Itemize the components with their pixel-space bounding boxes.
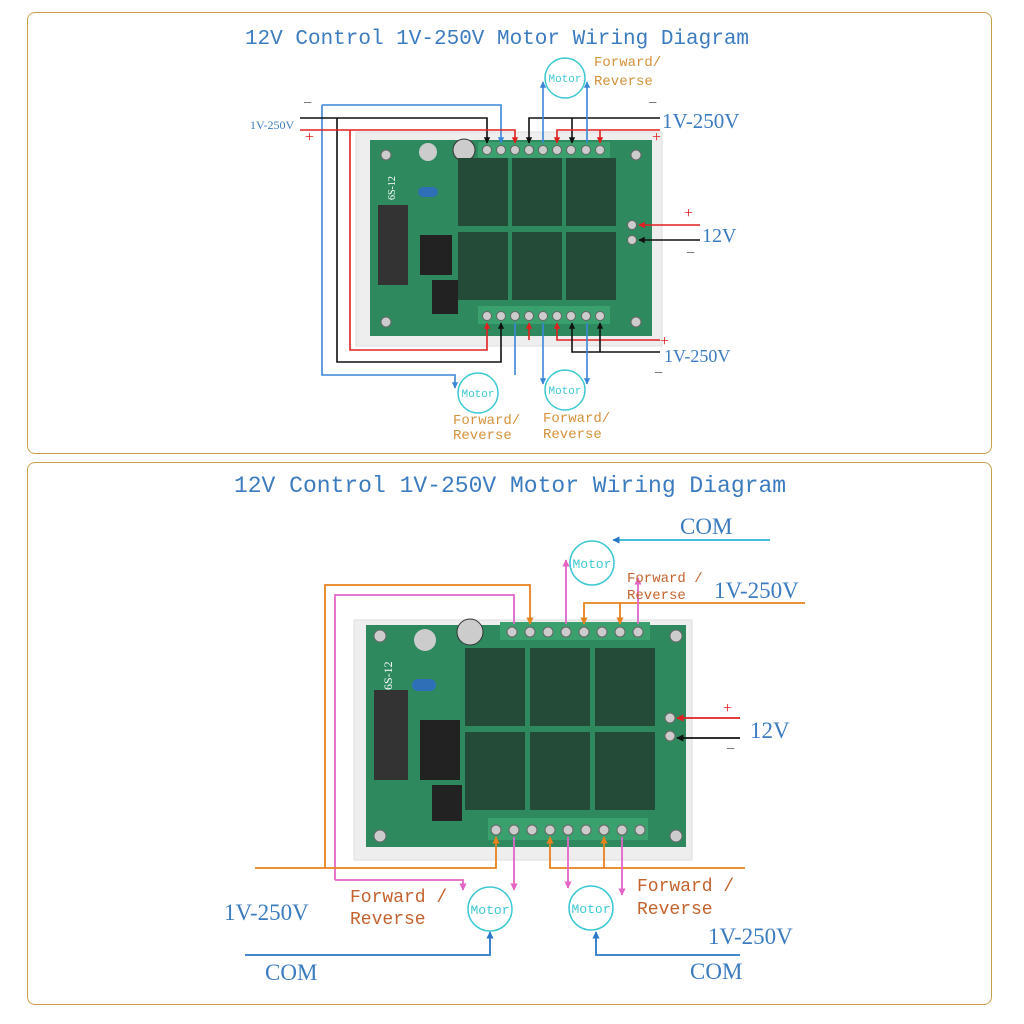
wire-red: [349, 130, 491, 351]
top-title: 12V Control 1V-250V Motor Wiring Diagram: [245, 28, 749, 51]
svg-text:Reverse: Reverse: [627, 588, 686, 604]
wire-red: [553, 322, 660, 341]
svg-text:Reverse: Reverse: [594, 74, 653, 90]
svg-text:−: −: [726, 741, 735, 758]
wire-red: [300, 129, 519, 144]
bottom-title: 12V Control 1V-250V Motor Wiring Diagram: [234, 473, 786, 499]
svg-text:Motor: Motor: [572, 557, 611, 572]
svg-text:Motor: Motor: [470, 903, 509, 918]
wire-black: [525, 117, 660, 144]
wire-orange: [255, 836, 500, 869]
top-wires: [300, 81, 700, 389]
svg-text:Forward /: Forward /: [350, 888, 447, 908]
wire-pink: [335, 879, 467, 891]
svg-text:+: +: [305, 129, 314, 146]
wire-black: [336, 118, 505, 363]
svg-text:Reverse: Reverse: [543, 427, 602, 443]
bottom-wires: [245, 536, 805, 956]
wire-pink: [334, 594, 515, 880]
svg-text:Forward /: Forward /: [627, 571, 703, 587]
wire-com: [592, 931, 740, 956]
wire-blue: [321, 105, 459, 389]
direction-labels-top: Forward/Reverse Forward/Reverse Forward/…: [453, 55, 661, 444]
svg-text:+: +: [660, 333, 669, 350]
svg-text:−: −: [648, 95, 657, 112]
svg-text:Forward /: Forward /: [637, 877, 734, 897]
svg-text:1V-250V: 1V-250V: [708, 924, 793, 949]
polarity-signs-top: − + − + + − + −: [303, 95, 695, 382]
svg-text:1V-250V: 1V-250V: [714, 578, 799, 603]
wire-black: [568, 322, 660, 353]
svg-text:COM: COM: [680, 514, 732, 539]
motor-bottom-left: Motor: [467, 886, 513, 932]
wire-red: [553, 129, 660, 144]
relay-board-top: 6S-12: [355, 131, 663, 347]
wire-com: [245, 931, 494, 956]
motor-bottom-right: Motor: [544, 369, 586, 411]
svg-text:Reverse: Reverse: [350, 910, 426, 930]
svg-text:COM: COM: [690, 959, 742, 984]
svg-text:Forward/: Forward/: [453, 413, 520, 429]
wire-orange: [580, 602, 805, 625]
motor-top: Motor: [544, 57, 586, 99]
wire-orange: [546, 836, 745, 869]
motor-bottom-right: Motor: [568, 885, 614, 931]
svg-text:Reverse: Reverse: [637, 900, 713, 920]
svg-text:1V-250V: 1V-250V: [662, 109, 739, 133]
svg-text:Motor: Motor: [548, 386, 581, 398]
polarity-signs-bottom: + −: [723, 700, 735, 758]
board-model-text: 6S-12: [381, 661, 395, 690]
relay-board-bottom: 6S-12: [353, 618, 693, 861]
motor-top: Motor: [569, 540, 615, 586]
svg-text:+: +: [723, 700, 732, 717]
svg-text:−: −: [303, 95, 312, 112]
wire-black: [300, 117, 491, 144]
direction-labels-bottom: Forward /Reverse Forward /Reverse Forwar…: [350, 571, 734, 930]
svg-text:1V-250V: 1V-250V: [664, 346, 730, 366]
svg-text:−: −: [686, 245, 695, 262]
svg-text:Motor: Motor: [461, 389, 494, 401]
svg-text:12V: 12V: [750, 718, 790, 743]
svg-text:Motor: Motor: [571, 902, 610, 917]
svg-text:+: +: [652, 129, 661, 146]
wire-orange: [324, 584, 534, 868]
svg-text:Motor: Motor: [548, 74, 581, 86]
svg-text:1V-250V: 1V-250V: [250, 118, 295, 132]
svg-text:Forward/: Forward/: [594, 55, 661, 71]
svg-text:1V-250V: 1V-250V: [224, 900, 309, 925]
voltage-labels-top: 1V-250V 1V-250V 1V-250V 12V: [250, 109, 739, 366]
motor-bottom-left: Motor: [457, 372, 499, 414]
svg-text:Forward/: Forward/: [543, 411, 610, 427]
svg-text:12V: 12V: [702, 225, 737, 247]
svg-text:+: +: [684, 205, 693, 222]
svg-text:Reverse: Reverse: [453, 428, 512, 444]
board-model-text: 6S-12: [387, 176, 398, 200]
svg-text:COM: COM: [265, 960, 317, 985]
svg-text:−: −: [654, 365, 663, 382]
voltage-labels-bottom: COM 1V-250V 12V 1V-250V 1V-250V COM COM: [224, 514, 799, 985]
